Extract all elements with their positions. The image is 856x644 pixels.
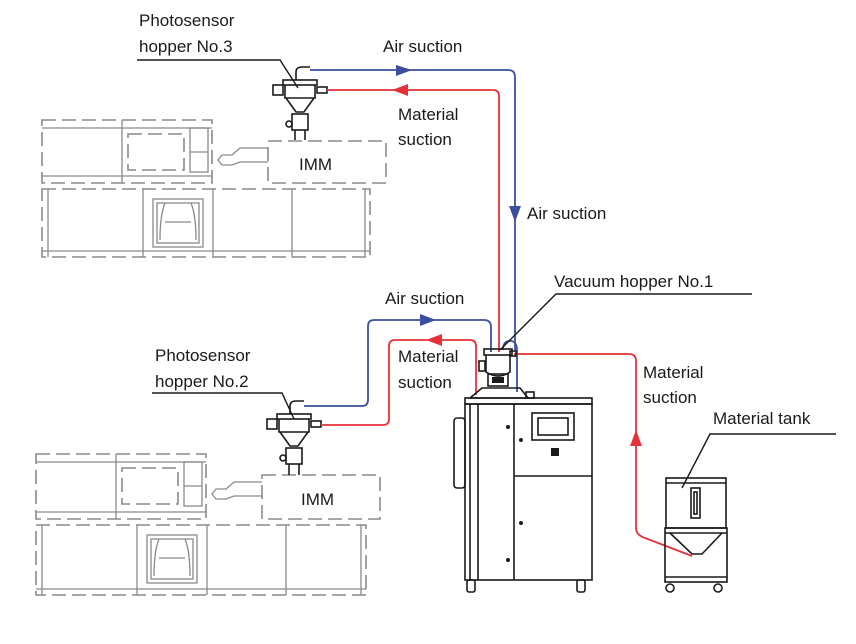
vacuum-hopper-1 (478, 348, 517, 387)
arrow-down-icon (509, 206, 521, 222)
material-suction-label-right-2: suction (643, 388, 697, 407)
arrow-right-icon (420, 314, 436, 326)
imm-bottom-clamp (35, 453, 207, 520)
vacuum-hopper-leader (499, 293, 752, 351)
imm-top-base (41, 188, 371, 258)
arrow-left-icon (392, 84, 408, 96)
air-suction-label-top: Air suction (383, 37, 462, 56)
vacuum-hopper-label: Vacuum hopper No.1 (554, 272, 713, 291)
material-suction-label-top-2: suction (398, 130, 452, 149)
air-suction-line-top (310, 69, 516, 350)
hopper3-label-line2: hopper No.3 (139, 37, 233, 56)
material-suction-label-top-1: Material (398, 105, 458, 124)
hopper2-label-line2: hopper No.2 (155, 372, 249, 391)
air-suction-line-mid (304, 319, 492, 407)
photosensor-hopper-3 (272, 66, 328, 140)
material-tank-leader (681, 433, 836, 489)
imm-bottom-base (35, 524, 367, 596)
hopper2-label-line1: Photosensor (155, 346, 251, 365)
photosensor-hopper-2 (266, 400, 322, 475)
imm-bottom-injection-unit (261, 474, 381, 520)
imm-top-clamp (41, 119, 213, 184)
hopper3-label-line1: Photosensor (139, 11, 235, 30)
material-tank-label: Material tank (713, 409, 811, 428)
imm-top-machine: IMM (41, 119, 387, 258)
imm-bottom-machine: IMM (35, 453, 381, 596)
hopper3-leader (137, 59, 299, 89)
arrow-left-icon (426, 334, 442, 346)
material-suction-line-top (327, 89, 500, 352)
control-panel-screen (531, 412, 575, 441)
imm-bottom-label: IMM (301, 490, 334, 509)
air-suction-label-mid: Air suction (385, 289, 464, 308)
hopper2-leader (152, 392, 295, 420)
material-suction-label-right-1: Material (643, 363, 703, 382)
material-suction-line-mid (321, 339, 477, 426)
material-suction-label-mid-2: suction (398, 373, 452, 392)
dryer-unit (453, 387, 593, 593)
material-tank (664, 477, 728, 593)
air-suction-label-vertical: Air suction (527, 204, 606, 223)
arrow-right-icon (396, 65, 412, 76)
imm-top-label: IMM (299, 155, 332, 174)
material-suction-label-mid-1: Material (398, 347, 458, 366)
arrow-up-icon (630, 430, 642, 446)
